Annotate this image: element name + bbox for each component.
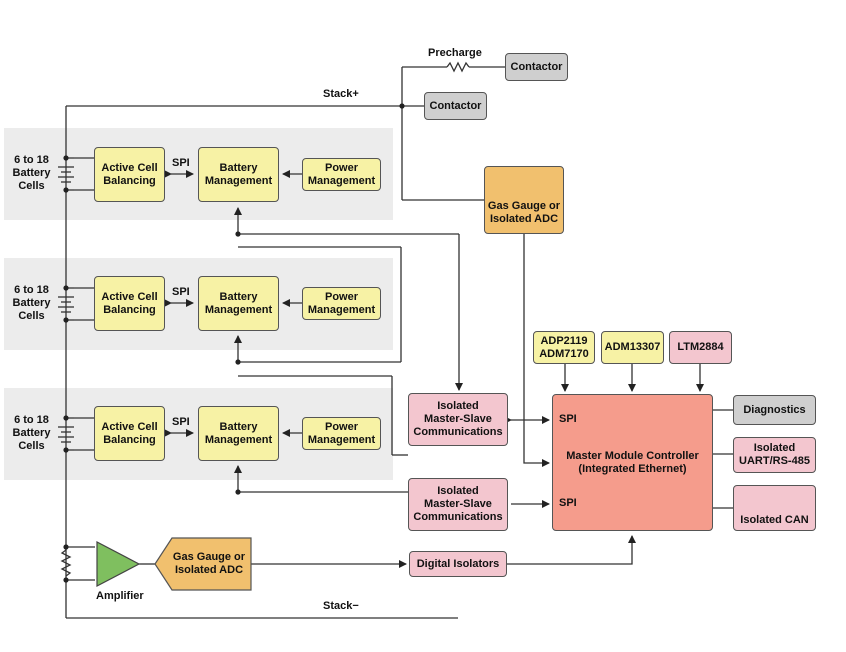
contactor-main: Contactor <box>424 92 487 120</box>
active-cell-balancing-3: Active Cell Balancing <box>94 406 165 461</box>
gas-gauge-bottom-shape <box>154 537 252 591</box>
gas-gauge-top-label: Gas Gauge or Isolated ADC <box>487 200 561 225</box>
battery-management-2: Battery Management <box>198 276 279 331</box>
power-management-3: Power Management <box>302 417 381 450</box>
spi-label-1: SPI <box>172 157 190 169</box>
adp2119-adm7170: ADP2119 ADM7170 <box>533 331 595 364</box>
cells-label-2: 6 to 18 Battery Cells <box>12 284 51 322</box>
power-management-1: Power Management <box>302 158 381 191</box>
gas-gauge-bottom-label: Gas Gauge or Isolated ADC <box>172 551 246 576</box>
isolated-master-slave-comms-2: Isolated Master-Slave Communications <box>408 478 508 531</box>
gas-gauge-top: Gas Gauge or Isolated ADC <box>484 166 564 234</box>
battery-management-3: Battery Management <box>198 406 279 461</box>
diagnostics: Diagnostics <box>733 395 816 425</box>
isolated-master-slave-comms-1: Isolated Master-Slave Communications <box>408 393 508 446</box>
precharge-label: Precharge <box>428 47 482 59</box>
battery-management-1: Battery Management <box>198 147 279 202</box>
amplifier-label: Amplifier <box>96 590 144 602</box>
active-cell-balancing-1: Active Cell Balancing <box>94 147 165 202</box>
stack-minus-label: Stack− <box>323 600 359 612</box>
master-module-controller: Master Module Controller (Integrated Eth… <box>552 394 713 531</box>
stack-plus-label: Stack+ <box>323 88 359 100</box>
amplifier-symbol <box>96 541 141 587</box>
power-management-2: Power Management <box>302 287 381 320</box>
master-spi-label-2: SPI <box>559 497 577 509</box>
isolated-can-label: Isolated CAN <box>740 514 809 526</box>
adm13307: ADM13307 <box>601 331 664 364</box>
isolated-uart-rs485: Isolated UART/RS-485 <box>733 437 816 473</box>
isolated-can: Isolated CAN <box>733 485 816 531</box>
spi-label-2: SPI <box>172 286 190 298</box>
spi-label-3: SPI <box>172 416 190 428</box>
cells-label-3: 6 to 18 Battery Cells <box>12 414 51 452</box>
ltm2884: LTM2884 <box>669 331 732 364</box>
active-cell-balancing-2: Active Cell Balancing <box>94 276 165 331</box>
digital-isolators: Digital Isolators <box>409 551 507 577</box>
master-spi-label-1: SPI <box>559 413 577 425</box>
contactor-precharge: Contactor <box>505 53 568 81</box>
cells-label-1: 6 to 18 Battery Cells <box>12 154 51 192</box>
